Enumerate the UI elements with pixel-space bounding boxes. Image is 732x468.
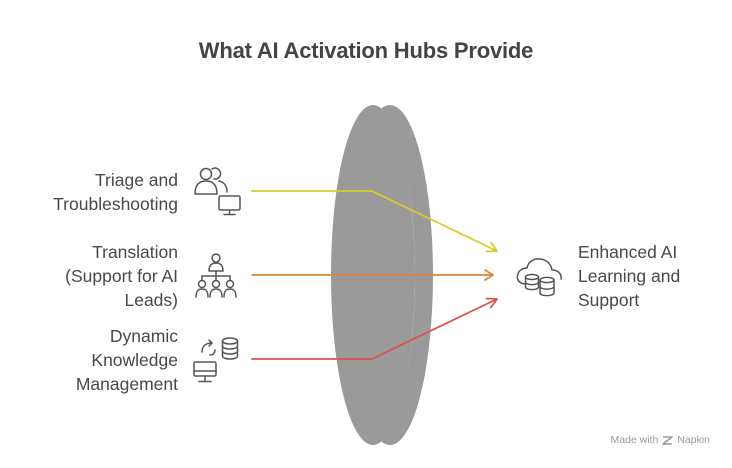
napkin-logo-icon: [662, 435, 674, 445]
footer-prefix: Made with: [610, 434, 659, 446]
input-label-line: Triage and: [94, 170, 178, 190]
input-label-line: (Support for AI: [65, 266, 178, 286]
team-hierarchy-icon: [195, 253, 237, 298]
arrowhead-translation: [484, 269, 494, 281]
footer-attribution[interactable]: Made with Napkin: [610, 434, 710, 446]
input-label-knowledge: Dynamic Knowledge Management: [76, 324, 178, 396]
diagram-title: What AI Activation Hubs Provide: [198, 38, 534, 63]
input-label-line: Translation: [92, 242, 178, 262]
cloud-database-icon: [516, 258, 562, 297]
connector-triage: [251, 190, 498, 252]
users-monitor-icon: [194, 167, 241, 216]
input-label-line: Troubleshooting: [53, 194, 178, 214]
connector-knowledge: [251, 298, 498, 360]
input-label-line: Leads): [124, 290, 178, 310]
output-label-line: Learning and: [578, 266, 681, 286]
output-label: Enhanced AI Learning and Support: [578, 240, 680, 312]
arrowhead-knowledge: [485, 297, 498, 309]
arrowhead-triage: [485, 241, 498, 253]
input-label-triage: Triage and Troubleshooting: [53, 168, 178, 216]
input-label-line: Dynamic: [109, 326, 178, 346]
output-label-line: Support: [578, 290, 640, 310]
input-label-line: Management: [75, 374, 178, 394]
footer-brand: Napkin: [677, 434, 710, 446]
output-label-line: Enhanced AI: [578, 242, 678, 262]
input-label-translation: Translation (Support for AI Leads): [65, 240, 178, 312]
database-sync-icon: [193, 337, 239, 383]
input-label-line: Knowledge: [91, 350, 178, 370]
